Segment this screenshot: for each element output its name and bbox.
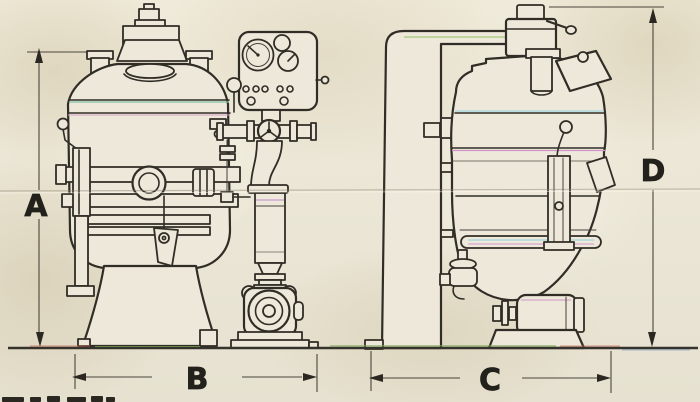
fold-crease <box>0 188 700 194</box>
dimension-label-c: C <box>479 363 501 398</box>
dimension-a: A <box>24 48 100 347</box>
arrow-left-icon <box>369 374 383 382</box>
left-separator-front-view <box>55 3 248 348</box>
dimension-b: B <box>72 354 318 397</box>
dimension-d: D <box>549 6 666 347</box>
arrow-down-icon <box>36 332 44 347</box>
drive-motor <box>492 293 585 337</box>
control-panel-and-pump <box>216 30 330 349</box>
arrow-right-icon <box>303 373 317 381</box>
arrow-left-icon <box>72 373 86 381</box>
bowl-handle <box>543 120 575 251</box>
gauge-panel <box>226 30 330 113</box>
arrow-up-icon <box>35 48 43 63</box>
arrow-right-icon <box>597 374 611 382</box>
indicator-light-icon <box>273 34 291 52</box>
sight-glass <box>131 165 167 201</box>
dimension-label-d: D <box>641 154 666 189</box>
arrow-up-icon <box>649 8 657 23</box>
ground-line <box>8 345 698 351</box>
cropped-caption-fragments <box>2 396 115 402</box>
dimension-label-a: A <box>24 189 48 224</box>
feed-pump <box>230 285 319 349</box>
right-separator-side-view <box>364 4 616 350</box>
outlet-valve <box>439 249 478 300</box>
feed-cylinder <box>253 192 287 292</box>
side-lever <box>56 117 95 297</box>
side-gauge-icon <box>226 77 242 93</box>
dimension-label-b: B <box>186 362 209 397</box>
dimension-c: C <box>369 351 612 398</box>
arrow-down-icon <box>648 332 656 347</box>
